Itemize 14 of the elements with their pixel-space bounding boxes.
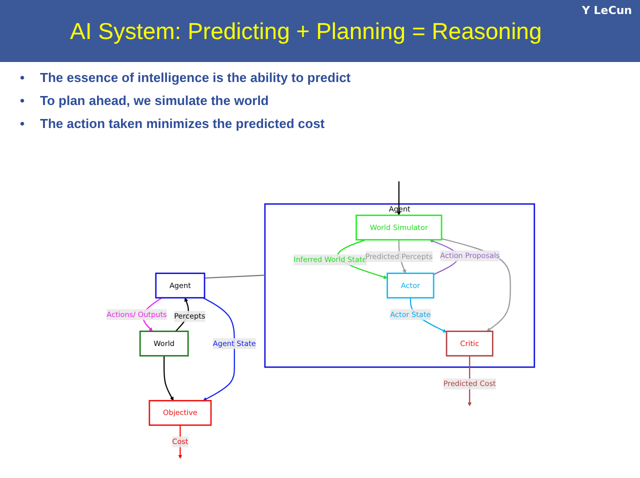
bullet-text: The essence of intelligence is the ability to predict	[40, 70, 351, 85]
author-credit: Y LeCun	[582, 4, 632, 17]
slide-title: AI System: Predicting + Planning = Reasoning	[70, 18, 542, 45]
bullet-marker: •	[20, 70, 26, 85]
bullet-text: To plan ahead, we simulate the world	[40, 93, 269, 108]
bullet-marker: •	[20, 93, 26, 108]
connector	[204, 274, 264, 279]
arrow	[396, 181, 400, 216]
arrow	[178, 425, 182, 459]
bullet-marker: •	[20, 116, 26, 131]
arrow	[163, 356, 174, 401]
bullet-text: The action taken minimizes the predicted cost	[40, 116, 325, 131]
arrow	[202, 297, 234, 401]
arrow	[440, 238, 510, 332]
